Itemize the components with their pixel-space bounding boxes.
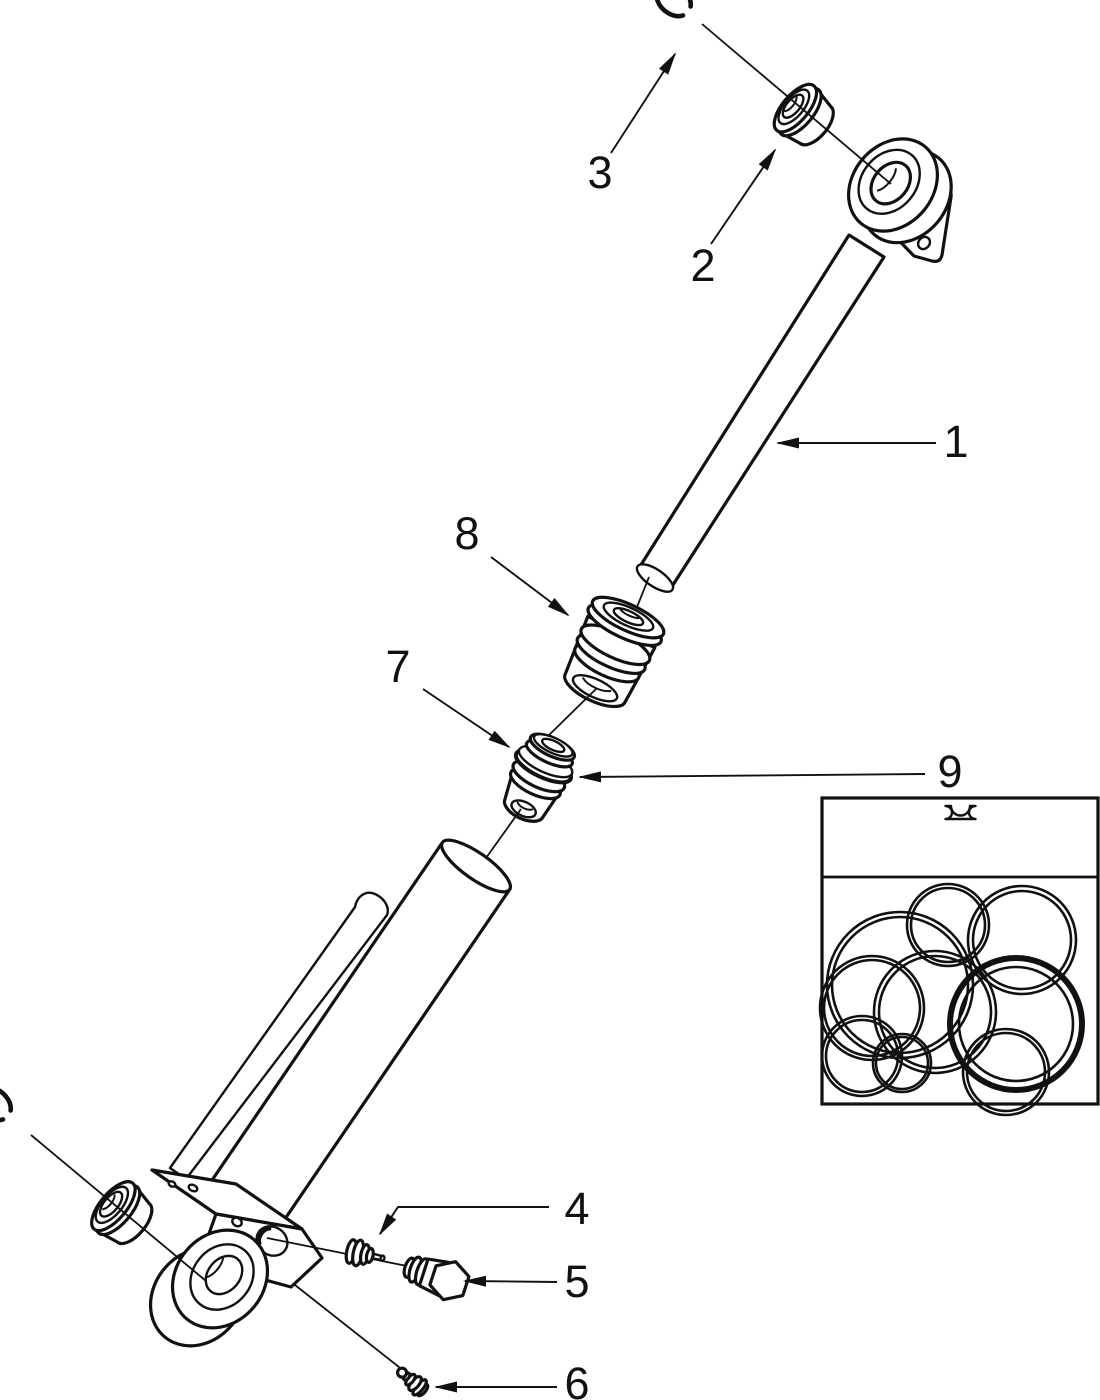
callout-9-label: 9: [937, 746, 962, 797]
callout-9-arrow: [578, 771, 926, 783]
callout-1-label: 1: [943, 416, 968, 467]
rod-end-face: [635, 563, 675, 593]
base-bushing: [90, 1180, 154, 1246]
valve-fitting: [344, 1238, 386, 1268]
callout-2-arrow: [710, 148, 777, 245]
pin-axis-line: [30, 1134, 207, 1282]
rod-gland: [563, 595, 666, 709]
callout-4-label: 4: [564, 1183, 589, 1234]
grease-fitting: [395, 1366, 430, 1398]
callout-8-label: 8: [454, 508, 479, 559]
bolt-hole: [187, 1183, 199, 1193]
seal-kit-bag: [818, 796, 1100, 1117]
port-plug: [402, 1255, 471, 1302]
callout-5-arrow: [463, 1275, 558, 1287]
plate-hole: [916, 235, 932, 251]
eye-bushing: [772, 82, 835, 147]
callout-7-label: 7: [385, 641, 410, 692]
piston: [502, 732, 577, 823]
callout-7-arrow: [422, 688, 511, 749]
callout-leaders: [378, 52, 936, 1393]
small-port-hole: [231, 1216, 243, 1228]
eye-snap-ring: [654, 0, 693, 19]
callout-4-arrow: [378, 1206, 549, 1236]
callout-8-arrow: [490, 556, 570, 617]
callout-labels: 1 2 3 4 5 6 7 8 9: [385, 147, 968, 1400]
piston-rod: [635, 233, 886, 593]
callout-6-label: 6: [564, 1358, 589, 1400]
callout-3-arrow: [610, 52, 677, 154]
clevis-pin-axis-line: [701, 23, 892, 185]
cylinder-barrel: [204, 838, 513, 1237]
seal-rings: [818, 882, 1085, 1117]
base-pivot-eye: [148, 1228, 270, 1348]
grease-axis-line: [294, 1284, 405, 1372]
callout-3-label: 3: [587, 147, 612, 198]
euro-hang-slot: [944, 804, 977, 821]
gland-piston-axis-line: [547, 688, 597, 737]
base-snap-ring: [0, 1085, 13, 1123]
callout-5-label: 5: [564, 1256, 589, 1307]
bolt-hole: [167, 1180, 177, 1188]
piston-barrel-axis-line: [485, 808, 522, 859]
port-hole: [255, 1225, 289, 1257]
hydraulic-tube: [168, 891, 389, 1181]
callout-2-label: 2: [690, 240, 715, 291]
